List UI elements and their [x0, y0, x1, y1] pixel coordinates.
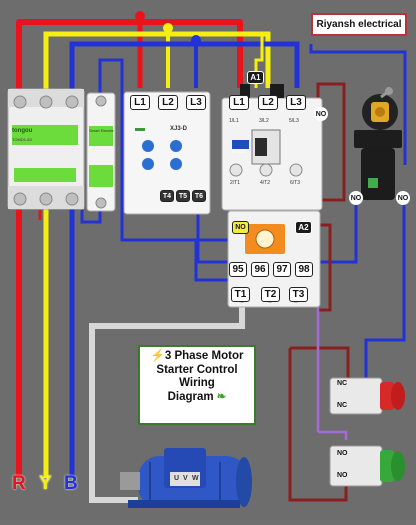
title-line-1: 3 Phase Motor [164, 350, 244, 362]
three-phase-motor [120, 448, 252, 508]
overload-98: 98 [295, 262, 313, 277]
contactor-top1: 1/L1 [229, 118, 239, 124]
title-line-2: Starter Control [156, 363, 238, 376]
blue-phase-wire [69, 35, 300, 478]
diagram-title: ⚡3 Phase Motor Starter Control Wiring Di… [138, 345, 256, 425]
start-no-1: NO [337, 450, 348, 457]
start-no-2: NO [337, 472, 348, 479]
leaf-icon: ❧ [213, 390, 227, 403]
monitor-model: XJ3-D [170, 126, 188, 132]
overload-96: 96 [251, 262, 269, 277]
contactor-top3: 5/L3 [289, 118, 299, 124]
contactor-no-top: NO [314, 107, 328, 121]
contactor-a1: A1 [247, 71, 264, 84]
monitor-l2: L2 [158, 95, 178, 110]
contactor-l1: L1 [229, 95, 249, 110]
monitor-l1: L1 [130, 95, 150, 110]
overload-no: NO [232, 221, 249, 234]
monitor-t6: T6 [192, 190, 206, 202]
motor-v: V [183, 475, 188, 482]
lightning-icon: ⚡ [150, 350, 165, 362]
contactor-a2: A2 [295, 221, 312, 234]
overload-t1: T1 [231, 287, 250, 302]
contactor-model: S-N35 [232, 149, 247, 155]
three-pole-breaker [7, 88, 85, 210]
monitor-t4: T4 [160, 190, 174, 202]
selector-switch [354, 87, 402, 200]
contactor-t1-label: 2/T1 [230, 180, 241, 186]
title-line-4: Diagram [167, 390, 214, 403]
monitor-t5: T5 [176, 190, 190, 202]
phase-r-label: R [12, 473, 26, 494]
phase-y-label: Y [39, 473, 52, 494]
contactor-top2: 3/L2 [259, 118, 269, 124]
rcbo-brand: Smart Electric [89, 128, 114, 133]
overload-relay-body [227, 210, 321, 308]
overload-97: 97 [273, 262, 291, 277]
overload-95: 95 [229, 262, 247, 277]
overload-t3: T3 [289, 287, 308, 302]
brand-label: Riyansh electrical [311, 13, 407, 36]
phase-monitor-relay [123, 91, 211, 215]
motor-cable [89, 306, 245, 503]
motor-w: W [192, 475, 199, 482]
breaker-brand: tongou [12, 128, 33, 134]
rcbo-module [86, 92, 116, 212]
start-pushbutton [329, 445, 405, 487]
monitor-l3: L3 [186, 95, 206, 110]
overload-t2: T2 [261, 287, 280, 302]
phase-b-label: B [64, 473, 78, 494]
contactor-l2: L2 [258, 95, 278, 110]
stop-nc-1: NC [337, 380, 348, 387]
contactor-t2-label: 4/T2 [260, 180, 271, 186]
contactor-body [221, 84, 323, 211]
stop-pushbutton [329, 377, 405, 415]
selector-no-right: NO [396, 191, 410, 205]
breaker-model: TOMD1-63 [12, 137, 32, 142]
contactor-l3: L3 [286, 95, 306, 110]
stop-nc-2: NC [337, 402, 348, 409]
selector-no-left: NO [349, 191, 363, 205]
contactor-t3-label: 6/T3 [290, 180, 301, 186]
motor-u: U [174, 475, 180, 482]
title-line-3: Wiring [179, 377, 215, 389]
